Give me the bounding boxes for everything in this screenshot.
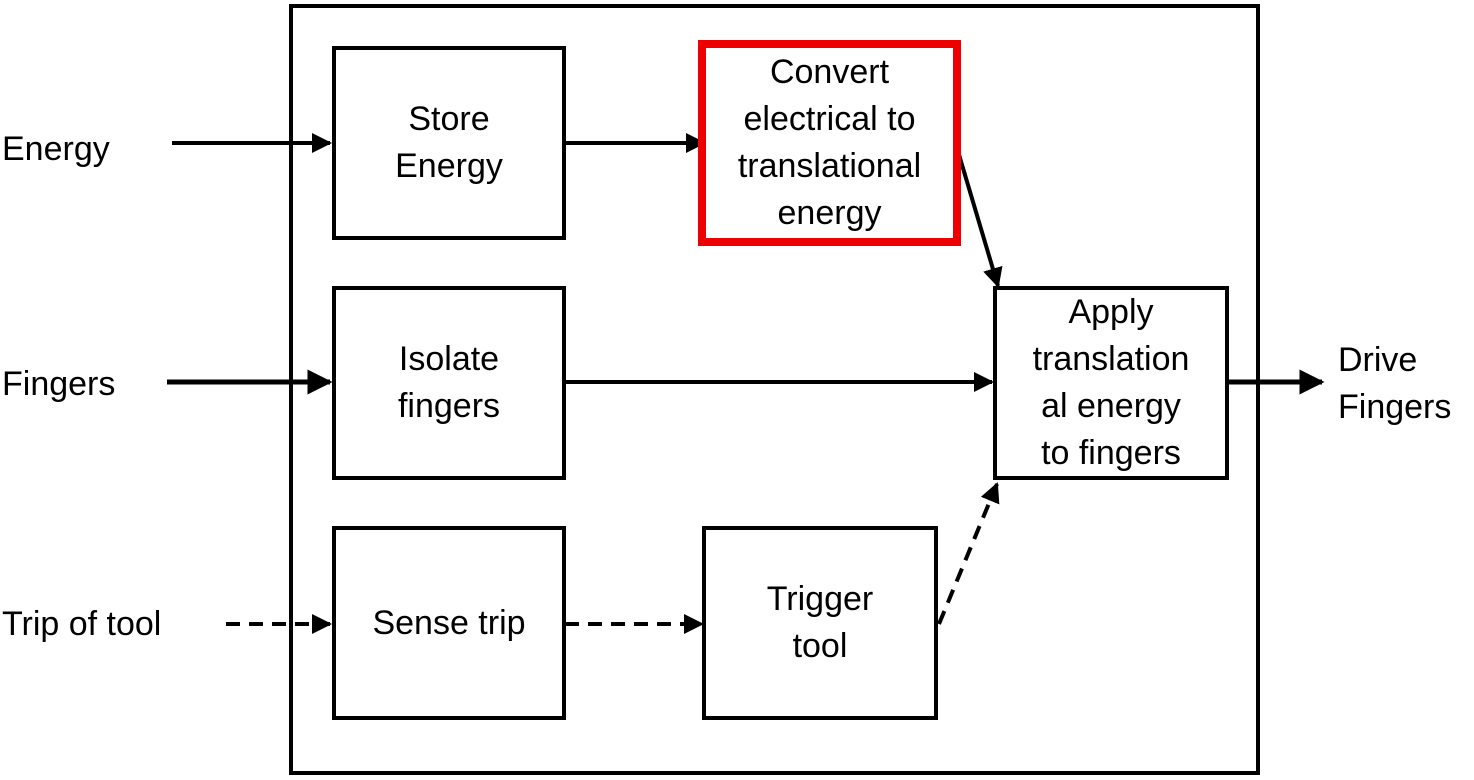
apply-energy-label: Apply translation al energy to fingers <box>1032 293 1190 472</box>
sense-trip-block: Sense trip <box>332 526 566 720</box>
trip-input-label: Trip of tool <box>2 605 162 643</box>
sense-trip-label: Sense trip <box>372 603 526 642</box>
arrow-convert-to-apply <box>955 147 1003 288</box>
energy-input-label: Energy <box>2 130 110 168</box>
system-boundary <box>289 4 1260 775</box>
isolate-fingers-block: Isolate fingers <box>332 286 566 480</box>
convert-energy-block: Convert electrical to translational ener… <box>698 40 961 246</box>
trigger-tool-block: Trigger tool <box>702 526 938 720</box>
isolate-fingers-label: Isolate fingers <box>397 340 501 425</box>
store-energy-block: Store Energy <box>332 46 566 240</box>
apply-energy-block: Apply translation al energy to fingers <box>993 286 1229 480</box>
drive-fingers-output-label: Drive Fingers <box>1338 341 1452 426</box>
trigger-tool-label: Trigger tool <box>766 580 874 665</box>
convert-energy-label: Convert electrical to translational ener… <box>737 53 922 232</box>
arrow-trigger-to-apply <box>937 482 1000 625</box>
store-energy-label: Store Energy <box>395 100 503 185</box>
fingers-input-label: Fingers <box>2 365 116 403</box>
